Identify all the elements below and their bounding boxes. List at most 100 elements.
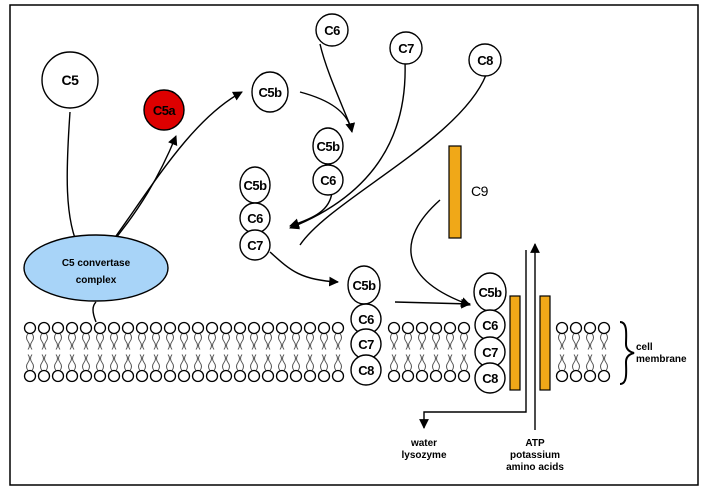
lipid-head-outer <box>429 321 443 335</box>
lipid-head-inner <box>275 369 289 383</box>
c5b678-complex: C5b C6 C7 C8 <box>347 265 382 386</box>
lipid-tail <box>68 333 72 350</box>
lipid-tail <box>576 354 580 371</box>
lipid-tail <box>54 333 58 350</box>
lipid-tail <box>408 333 412 350</box>
lipid-head-outer <box>233 321 247 335</box>
membrane-brace <box>619 321 635 385</box>
lipid-head-inner <box>597 369 611 383</box>
lipid-head-outer <box>93 321 107 335</box>
lipid-tail <box>558 354 562 371</box>
pore-c5b-label: C5b <box>478 285 502 300</box>
c8-label: C8 <box>477 53 493 68</box>
lipid-tail <box>30 333 34 350</box>
lipid-head-inner <box>247 369 261 383</box>
lipid-head-inner <box>191 369 205 383</box>
lipid-head-outer <box>163 321 177 335</box>
lipid-tail <box>86 333 90 350</box>
lipid-head-outer <box>289 321 303 335</box>
lipid-head-inner <box>331 369 345 383</box>
lipid-tail <box>254 354 258 371</box>
lipid-tail <box>586 354 590 371</box>
inflow-label-1: ATP <box>525 438 545 449</box>
arrow-c9-to-pore <box>410 199 471 307</box>
lipid-tail <box>394 333 398 350</box>
lipid-tail <box>72 333 76 350</box>
lipid-tail <box>26 354 30 371</box>
lipid-tail <box>320 333 324 350</box>
lipid-tail <box>198 354 202 371</box>
lipid-tail <box>54 354 58 371</box>
lipid-tail <box>156 354 160 371</box>
lipid-tail <box>44 333 48 350</box>
lipid-head-outer <box>177 321 191 335</box>
lipid-tail <box>44 354 48 371</box>
arrow-c5b6-to-c5b67 <box>289 191 333 228</box>
lipid-head-inner <box>93 369 107 383</box>
lipid-head-outer <box>331 321 345 335</box>
lipid-tail <box>436 354 440 371</box>
lipid-tail <box>236 354 240 371</box>
lipid-head-outer <box>51 321 65 335</box>
pore-c8-label: C8 <box>482 371 498 386</box>
lipid-tail <box>96 333 100 350</box>
lipid-tail <box>586 333 590 350</box>
c5-to-convertase-line <box>66 111 81 251</box>
lipid-tail <box>26 333 30 350</box>
lipid-tail <box>558 333 562 350</box>
c5-label: C5 <box>62 72 80 88</box>
lipid-head-outer <box>135 321 149 335</box>
lipid-tail <box>208 333 212 350</box>
lipid-tail <box>170 333 174 350</box>
c7-label: C7 <box>398 41 414 56</box>
pore-c9-right <box>539 295 551 391</box>
lipid-head-inner <box>387 369 401 383</box>
lipid-tail <box>82 333 86 350</box>
lipid-tail <box>432 354 436 371</box>
lipid-tail <box>236 333 240 350</box>
lipid-tail <box>310 354 314 371</box>
lipid-head-outer <box>387 321 401 335</box>
lipid-tail <box>572 333 576 350</box>
lipid-tail <box>268 354 272 371</box>
lipid-tail <box>464 333 468 350</box>
c5b678-c7-label: C7 <box>358 337 374 352</box>
lipid-tail <box>128 333 132 350</box>
lipid-tail <box>576 333 580 350</box>
c5b67-c6-label: C6 <box>247 211 263 226</box>
lipid-tail <box>240 354 244 371</box>
c5b67-c5b-label: C5b <box>243 178 267 193</box>
lipid-tail <box>338 333 342 350</box>
lipid-tail <box>128 354 132 371</box>
lipid-tail <box>572 354 576 371</box>
lipid-head-outer <box>65 321 79 335</box>
arrow-c5b67-to-membrane <box>269 251 339 287</box>
c7-protein <box>389 31 423 65</box>
lipid-tail <box>110 354 114 371</box>
lipid-tail <box>268 333 272 350</box>
lipid-tail <box>250 354 254 371</box>
lipid-tail <box>82 354 86 371</box>
lipid-tail <box>418 354 422 371</box>
inflow-label-3: amino acids <box>506 462 564 473</box>
lipid-tail <box>184 333 188 350</box>
line-c6-join <box>319 43 353 131</box>
lipid-head-inner <box>429 369 443 383</box>
lipid-tail <box>212 333 216 350</box>
lipid-tail <box>264 333 268 350</box>
lipid-tail <box>460 333 464 350</box>
lipid-tail <box>152 333 156 350</box>
lipid-head-outer <box>303 321 317 335</box>
lipid-head-outer <box>149 321 163 335</box>
lipid-tail <box>422 354 426 371</box>
lipid-tail <box>222 333 226 350</box>
lipid-tail <box>142 333 146 350</box>
lipid-tail <box>590 354 594 371</box>
lipid-tail <box>404 354 408 371</box>
lipid-tail <box>278 354 282 371</box>
lipid-tail <box>600 354 604 371</box>
lipid-tail <box>96 354 100 371</box>
lipid-tail <box>212 354 216 371</box>
c5b67-complex: C5b C6 C7 <box>239 166 271 261</box>
pathway-arrows <box>66 43 540 430</box>
